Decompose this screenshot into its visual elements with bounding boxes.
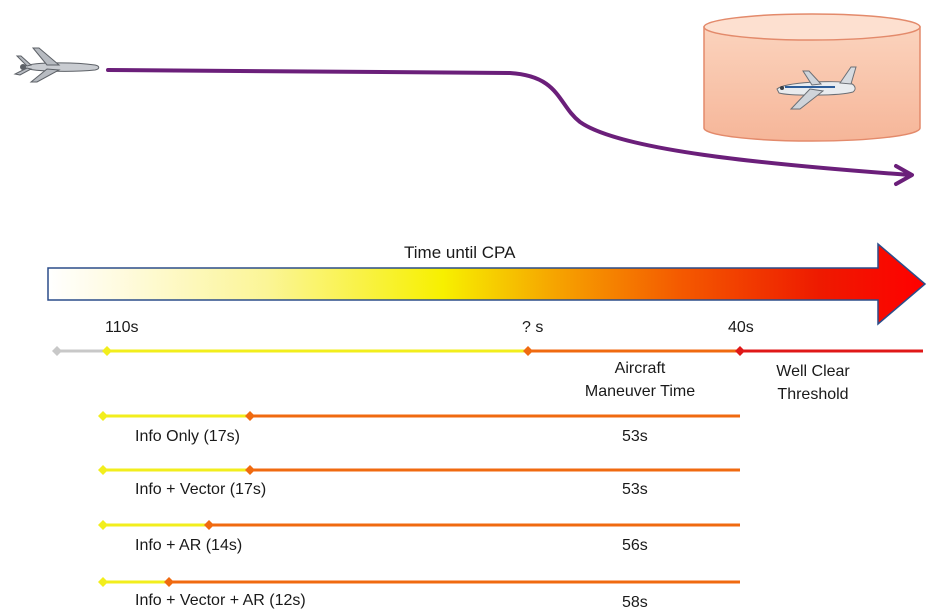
marker-label-40s: 40s bbox=[728, 319, 754, 336]
condition-time: 56s bbox=[622, 537, 648, 554]
condition-label: Info + AR (14s) bbox=[135, 537, 242, 554]
time-until-cpa-arrow bbox=[47, 242, 927, 326]
well-clear-label-line1: Well Clear bbox=[776, 363, 850, 380]
condition-row-info-vector: Info + Vector (17s) 53s bbox=[98, 465, 740, 498]
condition-time: 58s bbox=[622, 594, 648, 611]
condition-row-info-vector-ar: Info + Vector + AR (12s) 58s bbox=[98, 577, 740, 611]
main-timeline bbox=[52, 346, 923, 356]
condition-label: Info + Vector (17s) bbox=[135, 481, 266, 498]
arrow-label: Time until CPA bbox=[404, 243, 516, 262]
condition-time: 53s bbox=[622, 481, 648, 498]
drone-icon bbox=[13, 47, 100, 83]
condition-label: Info Only (17s) bbox=[135, 428, 240, 445]
condition-row-info-only: Info Only (17s) 53s bbox=[98, 411, 740, 445]
condition-time: 53s bbox=[622, 428, 648, 445]
condition-label: Info + Vector + AR (12s) bbox=[135, 592, 306, 609]
maneuver-time-label-line2: Maneuver Time bbox=[585, 383, 695, 400]
maneuver-time-label-line1: Aircraft bbox=[615, 360, 666, 377]
airliner-icon bbox=[776, 66, 857, 110]
condition-row-info-ar: Info + AR (14s) 56s bbox=[98, 520, 740, 554]
marker-label-110s: 110s bbox=[105, 319, 139, 336]
well-clear-label-line2: Threshold bbox=[777, 386, 848, 403]
flight-path bbox=[106, 68, 914, 186]
marker-label-unknown: ? s bbox=[522, 319, 543, 336]
